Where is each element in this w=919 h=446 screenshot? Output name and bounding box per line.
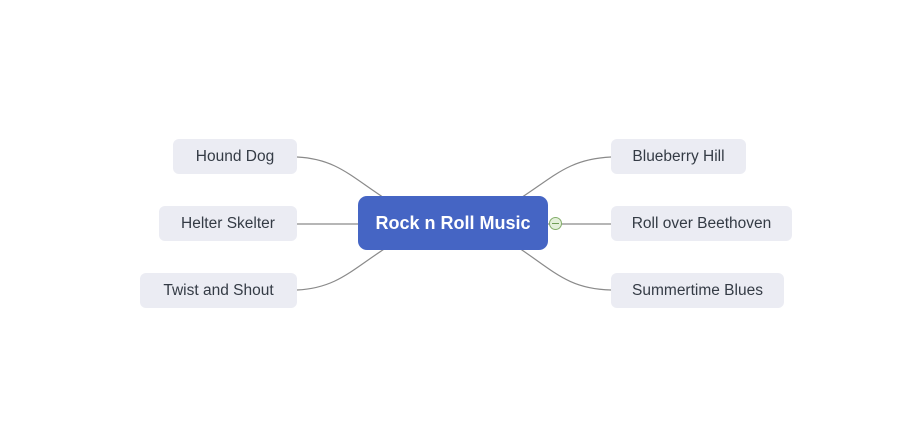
child-node-label: Twist and Shout (163, 281, 274, 299)
collapse-button[interactable] (549, 217, 562, 230)
child-node-label: Blueberry Hill (632, 147, 725, 165)
child-node-blueberry-hill[interactable]: Blueberry Hill (611, 139, 746, 174)
connector-summertime-blues (512, 243, 612, 291)
minus-circle-icon (552, 223, 559, 224)
root-node[interactable]: Rock n Roll Music (358, 196, 548, 250)
root-node-label: Rock n Roll Music (375, 212, 531, 233)
child-node-label: Summertime Blues (632, 281, 763, 299)
child-node-label: Helter Skelter (181, 214, 275, 232)
child-node-helter-skelter[interactable]: Helter Skelter (159, 206, 297, 241)
connector-hound-dog (296, 156, 393, 204)
connector-twist-and-shout (296, 243, 393, 291)
child-node-label: Hound Dog (195, 147, 275, 165)
child-node-label: Roll over Beethoven (631, 214, 772, 232)
child-node-hound-dog[interactable]: Hound Dog (173, 139, 297, 174)
child-node-summertime-blues[interactable]: Summertime Blues (611, 273, 784, 308)
child-node-roll-over-beethoven[interactable]: Roll over Beethoven (611, 206, 792, 241)
connector-blueberry-hill (512, 156, 612, 204)
child-node-twist-and-shout[interactable]: Twist and Shout (140, 273, 297, 308)
